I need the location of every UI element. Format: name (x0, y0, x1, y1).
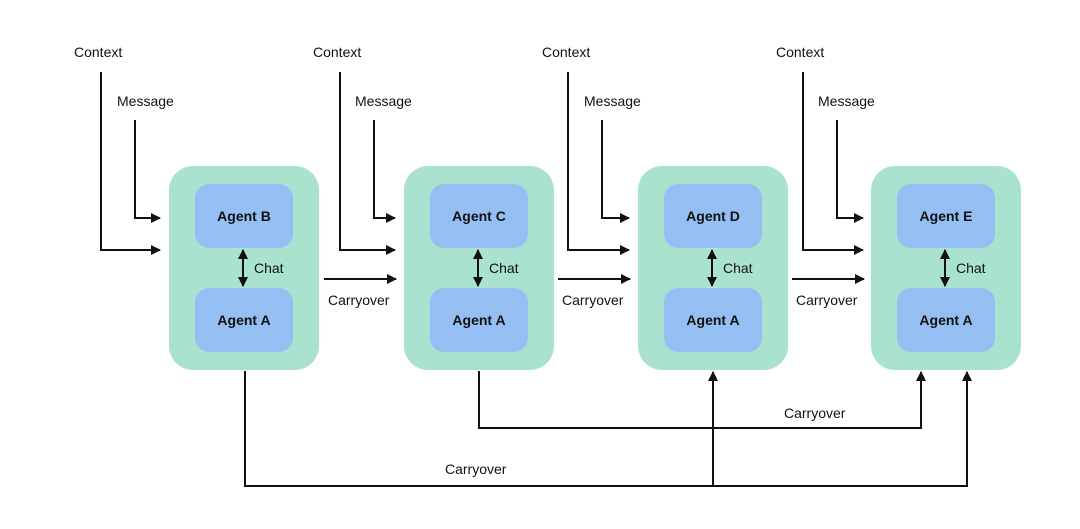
context-arrow (567, 72, 630, 255)
context-arrow (802, 72, 864, 255)
context-arrow (339, 72, 396, 255)
message-arrow (601, 120, 630, 223)
agent-box-bottom (195, 288, 293, 352)
agent-box-top (195, 184, 293, 248)
agent-label-bottom: Agent A (452, 312, 505, 328)
chat-group-2: Context Message Agent C Chat Agent A (313, 44, 554, 370)
agent-box-top (897, 184, 995, 248)
chat-group-4: Context Message Agent E Chat Agent A (776, 44, 1021, 370)
agent-box-bottom (430, 288, 528, 352)
carryover-line-1-to-4 (244, 371, 972, 487)
carryover-label-2: Carryover (562, 292, 624, 308)
message-label: Message (818, 93, 875, 109)
context-label: Context (313, 44, 361, 60)
chat-group-3: Context Message Agent D Chat Agent A (542, 44, 788, 370)
message-label: Message (584, 93, 641, 109)
carryover-label-1: Carryover (328, 292, 390, 308)
message-arrow (134, 120, 161, 223)
message-arrow (373, 120, 396, 223)
message-label: Message (355, 93, 412, 109)
context-arrow (100, 72, 161, 255)
chat-label: Chat (723, 260, 753, 276)
long-carryover-wires (244, 371, 972, 487)
agent-box-bottom (897, 288, 995, 352)
context-label: Context (776, 44, 824, 60)
message-label: Message (117, 93, 174, 109)
agent-box-top (430, 184, 528, 248)
carryover-line-2-to-4 (478, 371, 926, 429)
agent-label-bottom: Agent A (217, 312, 270, 328)
message-arrow (836, 120, 864, 223)
agent-box-top (664, 184, 762, 248)
agent-label-top: Agent E (920, 208, 973, 224)
carryover-label-long-1: Carryover (784, 405, 846, 421)
carryover-label-3: Carryover (796, 292, 858, 308)
chat-label: Chat (489, 260, 519, 276)
agent-box-bottom (664, 288, 762, 352)
chat-label: Chat (956, 260, 986, 276)
agent-label-bottom: Agent A (919, 312, 972, 328)
agent-label-top: Agent B (217, 208, 271, 224)
carryover-label-long-2: Carryover (445, 461, 507, 477)
context-label: Context (74, 44, 122, 60)
context-label: Context (542, 44, 590, 60)
agent-label-top: Agent C (452, 208, 506, 224)
agent-label-bottom: Agent A (686, 312, 739, 328)
agent-label-top: Agent D (686, 208, 740, 224)
chat-label: Chat (254, 260, 284, 276)
chat-group-1: Context Message Agent B Chat Agent A (74, 44, 319, 370)
